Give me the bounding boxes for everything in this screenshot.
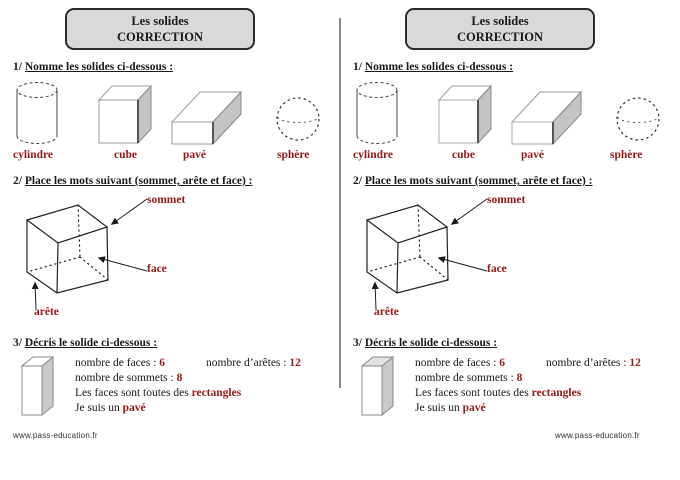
sommets-label: nombre de sommets : xyxy=(415,372,517,384)
question-3-title: Décris le solide ci-dessous : xyxy=(24,337,158,349)
question-2-title: Place les mots suivant (sommet, arête et… xyxy=(24,175,253,187)
face-label: face xyxy=(147,263,167,275)
question-3-answers: nombre de faces : 6 nombre d’arêtes : 12… xyxy=(75,356,333,416)
question-2-heading: 2/ Place les mots suivant (sommet, arête… xyxy=(13,175,253,187)
aretes-value: 12 xyxy=(289,357,301,369)
edge-label: arête xyxy=(374,306,399,318)
question-3-answers: nombre de faces : 6 nombre d’arêtes : 12… xyxy=(415,356,673,416)
faces-label: nombre de faces : xyxy=(415,357,500,369)
question-3-heading: 3/ Décris le solide ci-dessous : xyxy=(353,337,497,349)
fact-shape: Les faces sont toutes des rectangles xyxy=(75,386,333,401)
sommets-label: nombre de sommets : xyxy=(75,372,177,384)
vertex-arrow xyxy=(110,198,148,225)
fact-sommets: nombre de sommets : 8 xyxy=(415,371,673,386)
cube-drawing xyxy=(97,84,153,145)
vertex-arrow xyxy=(450,198,488,225)
column-divider xyxy=(339,18,341,388)
title-box: Les solides CORRECTION xyxy=(405,8,595,50)
answer-cube: cube xyxy=(114,149,137,161)
question-2-heading: 2/ Place les mots suivant (sommet, arête… xyxy=(353,175,593,187)
vertex-label: sommet xyxy=(487,194,526,206)
fact-identity: Je suis un pavé xyxy=(75,401,333,416)
question-2-number: 2/ xyxy=(353,175,362,187)
fact-shape: Les faces sont toutes des rectangles xyxy=(415,386,673,401)
question-1-heading: 1/ Nomme les solides ci-dessous : xyxy=(13,61,173,73)
question-3-number: 3/ xyxy=(13,337,22,349)
question-3-heading: 3/ Décris le solide ci-dessous : xyxy=(13,337,157,349)
answer-cylinder: cylindre xyxy=(13,149,54,161)
footer-url: www.pass-education.fr xyxy=(13,431,98,440)
answer-sphere: sphère xyxy=(610,149,643,161)
prism-drawing xyxy=(20,355,55,417)
identity-label: Je suis un xyxy=(75,402,123,414)
sommets-value: 8 xyxy=(516,372,523,384)
question-2-title: Place les mots suivant (sommet, arête et… xyxy=(364,175,593,187)
question-3-title: Décris le solide ci-dessous : xyxy=(364,337,498,349)
title-line-2: CORRECTION xyxy=(456,30,544,44)
question-2-number: 2/ xyxy=(13,175,22,187)
sommets-value: 8 xyxy=(176,372,183,384)
face-arrow xyxy=(437,256,488,272)
question-1-title: Nomme les solides ci-dessous : xyxy=(364,61,514,73)
cube-diagram xyxy=(25,198,148,310)
fact-faces-aretes: nombre de faces : 6 nombre d’arêtes : 12 xyxy=(75,356,333,371)
answer-box: pavé xyxy=(521,149,544,161)
title-line-1: Les solides xyxy=(131,14,189,28)
fact-aretes: nombre d’arêtes : 12 xyxy=(206,356,301,371)
answer-sphere: sphère xyxy=(277,149,310,161)
box-drawing xyxy=(510,90,583,146)
prism-drawing xyxy=(360,355,395,417)
faces-label: nombre de faces : xyxy=(75,357,160,369)
face-label: face xyxy=(487,263,507,275)
cube-drawing xyxy=(437,84,493,145)
faces-value: 6 xyxy=(159,357,166,369)
question-3-number: 3/ xyxy=(353,337,362,349)
aretes-label: nombre d’arêtes : xyxy=(546,357,630,369)
question-1-number: 1/ xyxy=(353,61,362,73)
fact-faces-aretes: nombre de faces : 6 nombre d’arêtes : 12 xyxy=(415,356,673,371)
identity-label: Je suis un xyxy=(415,402,463,414)
worksheet-column-left: Les solides CORRECTION 1/ Nomme les soli… xyxy=(13,8,333,440)
footer-url: www.pass-education.fr xyxy=(555,431,640,440)
edge-label: arête xyxy=(34,306,59,318)
cylinder-drawing xyxy=(356,82,398,144)
box-drawing xyxy=(170,90,243,146)
sphere-drawing xyxy=(276,97,320,141)
shape-label: Les faces sont toutes des xyxy=(415,387,532,399)
identity-value: pavé xyxy=(122,402,146,414)
sphere-drawing xyxy=(616,97,660,141)
fact-aretes: nombre d’arêtes : 12 xyxy=(546,356,641,371)
faces-value: 6 xyxy=(499,357,506,369)
shape-value: rectangles xyxy=(531,387,582,399)
edge-arrow xyxy=(31,281,39,310)
edge-arrow xyxy=(371,281,379,310)
aretes-value: 12 xyxy=(629,357,641,369)
question-1-title: Nomme les solides ci-dessous : xyxy=(24,61,174,73)
answer-cube: cube xyxy=(452,149,475,161)
shape-value: rectangles xyxy=(191,387,242,399)
cylinder-drawing xyxy=(16,82,58,144)
fact-identity: Je suis un pavé xyxy=(415,401,673,416)
title-box: Les solides CORRECTION xyxy=(65,8,255,50)
worksheet-column-right: Les solides CORRECTION 1/ Nomme les soli… xyxy=(340,0,680,480)
title-line-1: Les solides xyxy=(471,14,529,28)
fact-sommets: nombre de sommets : 8 xyxy=(75,371,333,386)
aretes-label: nombre d’arêtes : xyxy=(206,357,290,369)
answer-cylinder: cylindre xyxy=(353,149,394,161)
question-1-number: 1/ xyxy=(13,61,22,73)
question-1-heading: 1/ Nomme les solides ci-dessous : xyxy=(353,61,513,73)
vertex-label: sommet xyxy=(147,194,186,206)
cube-diagram xyxy=(365,198,488,310)
title-line-2: CORRECTION xyxy=(116,30,204,44)
face-arrow xyxy=(97,256,148,272)
identity-value: pavé xyxy=(462,402,486,414)
shape-label: Les faces sont toutes des xyxy=(75,387,192,399)
answer-box: pavé xyxy=(183,149,206,161)
